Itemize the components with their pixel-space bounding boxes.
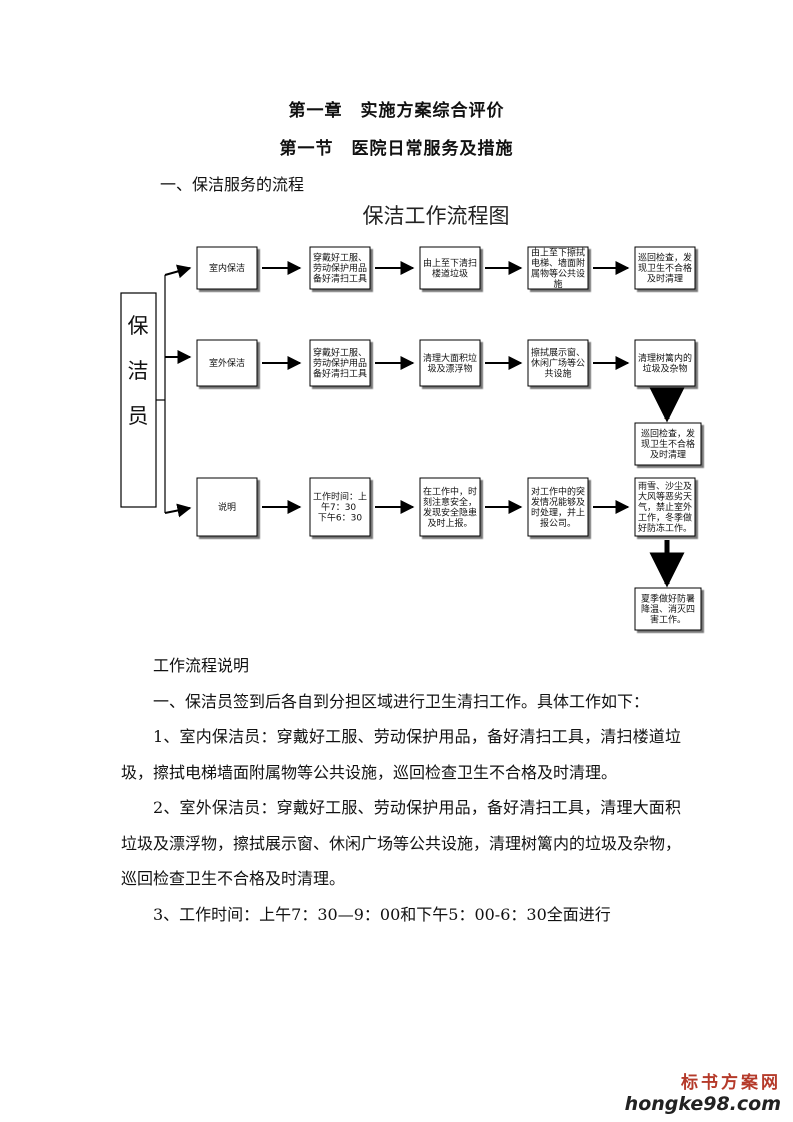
row-label-box <box>196 477 258 537</box>
step-extra-box <box>634 422 702 466</box>
branch-arrow <box>164 264 192 279</box>
watermark-url: hongke98.com <box>624 1093 781 1115</box>
step-text: 工作时间：上午7：30 下午6：30 <box>313 491 367 524</box>
step-box <box>309 246 371 290</box>
step-text: 巡回检查，发现卫生不合格及时清理 <box>638 252 692 285</box>
body-paragraph: 3、工作时间：上午7：30—9：00和下午5：00-6：30全面进行 <box>153 904 611 924</box>
step-extra-text: 巡回检查，发现卫生不合格及时清理 <box>641 428 695 461</box>
step-text: 由上至下清扫楼道垃圾 <box>423 257 477 280</box>
root-label-char: 洁 <box>128 359 149 383</box>
body-text: 工作流程说明 一、保洁员签到后各自到分担区域进行卫生清扫工作。具体工作如下： 1… <box>121 648 681 932</box>
cleaning-flowchart: 保洁工作流程图 保洁员室内保洁穿戴好工服、劳动保护用品备好清扫工具由上至下清扫楼… <box>120 204 702 631</box>
row-label-box <box>196 339 258 387</box>
body-paragraph: 2、室外保洁员：穿戴好工服、劳动保护用品，备好清扫工具，清理大面积垃圾及漂浮物，… <box>121 798 682 888</box>
branch-arrow <box>164 503 192 518</box>
step-box <box>527 246 589 290</box>
step-text: 对工作中的突发情况能够及时处理，并上报公司。 <box>531 485 585 529</box>
root-label-char: 保 <box>128 314 149 338</box>
step-box <box>419 477 481 537</box>
step-text: 擦拭展示窗、休闲广场等公共设施 <box>531 347 585 380</box>
step-text: 穿戴好工服、劳动保护用品备好清扫工具 <box>313 252 367 285</box>
step-box <box>634 246 696 290</box>
flowchart-title: 保洁工作流程图 <box>363 204 510 228</box>
root-box <box>120 292 157 508</box>
root-label-char: 员 <box>128 404 149 428</box>
step-box <box>419 339 481 387</box>
body-paragraph: 工作流程说明 <box>153 656 250 675</box>
row-label-text: 室外保洁 <box>209 357 245 369</box>
chapter-title: 第一章 实施方案综合评价 <box>288 101 505 121</box>
section-title: 第一节 医院日常服务及措施 <box>279 139 514 159</box>
row-label-text: 说明 <box>218 501 236 513</box>
step-extra-text: 夏季做好防暑降温、消灭四害工作。 <box>641 593 695 626</box>
body-paragraph: 一、保洁员签到后各自到分担区域进行卫生清扫工作。具体工作如下： <box>153 691 650 711</box>
step-box <box>634 339 696 387</box>
subheading: 一、保洁服务的流程 <box>160 175 305 194</box>
step-text: 由上至下擦拭电梯、墙面附属物等公共设施 <box>531 246 585 289</box>
body-paragraph: 1、室内保洁员：穿戴好工服、劳动保护用品，备好清扫工具，清扫楼道垃圾，擦拭电梯墙… <box>121 727 681 782</box>
step-box <box>419 246 481 290</box>
step-text: 雨雪、沙尘及大风等恶劣天气，禁止室外工作，冬季做好防冻工作。 <box>638 481 692 534</box>
step-box <box>527 339 589 387</box>
row-label-box <box>196 246 258 290</box>
step-text: 清理树篱内的垃圾及杂物 <box>638 352 692 375</box>
step-text: 清理大面积垃圾及漂浮物 <box>423 352 477 375</box>
step-box <box>309 339 371 387</box>
step-box <box>309 477 371 537</box>
watermark-name: 标书方案网 <box>681 1073 781 1093</box>
step-box <box>634 477 696 537</box>
watermark-logo: 标书方案网 hongke98.com <box>625 1068 781 1115</box>
row-label-text: 室内保洁 <box>209 262 245 274</box>
step-text: 在工作中，时刻注意安全，发现安全隐患及时上报。 <box>423 485 477 529</box>
step-box <box>527 477 589 537</box>
step-extra-box <box>634 587 702 631</box>
step-text: 穿戴好工服、劳动保护用品备好清扫工具 <box>313 347 367 380</box>
